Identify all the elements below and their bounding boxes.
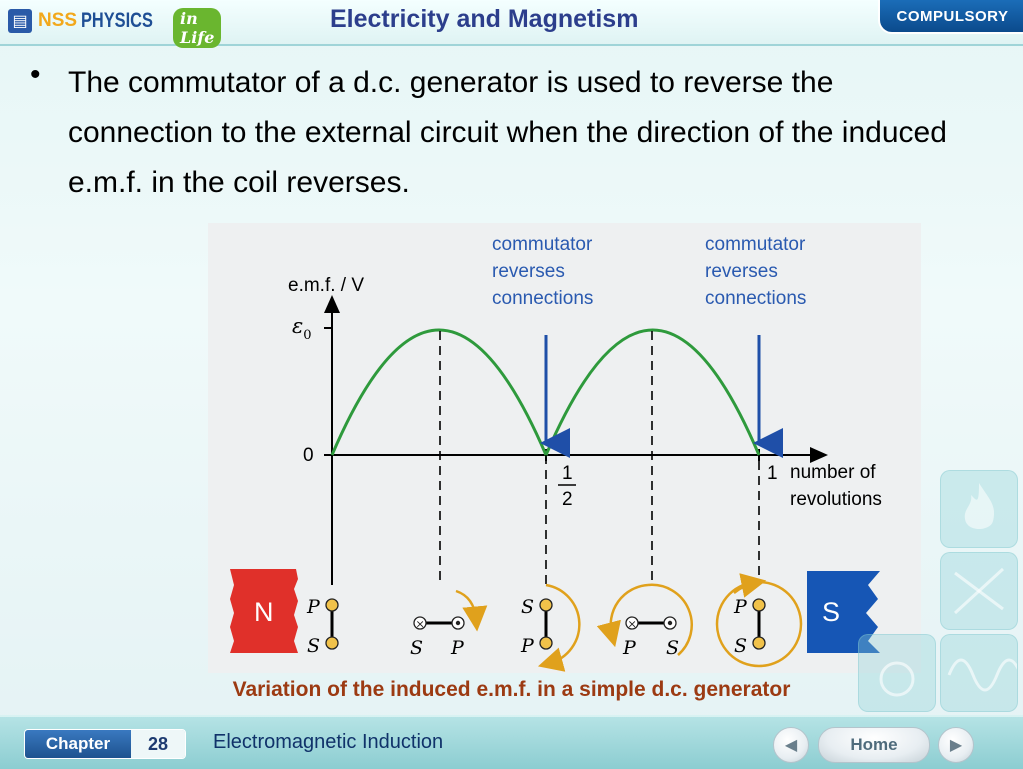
logo-physics-text: PHYSICS [81, 9, 153, 32]
flame-icon [940, 470, 1018, 548]
x-axis-label-line1: number of [790, 462, 876, 483]
logo-inlife-text: in Life [173, 8, 222, 48]
chevron-left-icon: ◀ [784, 737, 798, 754]
x-axis-label-line2: revolutions [790, 489, 882, 510]
next-button[interactable]: ▶ [938, 727, 974, 763]
prev-button[interactable]: ◀ [773, 727, 809, 763]
svg-text:S: S [666, 637, 679, 659]
s-magnet [807, 571, 880, 653]
logo-nss-text: NSS [38, 10, 78, 31]
svg-text:S: S [734, 635, 747, 657]
coil-position-2: × S P [410, 589, 488, 659]
x-axis-label: number of revolutions [790, 462, 882, 510]
wave-icon [940, 634, 1023, 712]
y-axis-label: e.m.f. / V [288, 275, 364, 296]
half-denominator: 2 [562, 489, 573, 510]
bullet-text: The commutator of a d.c. generator is us… [68, 66, 947, 199]
chapter-number: 28 [131, 730, 185, 758]
y-peak-label: ε0 [292, 314, 312, 343]
n-magnet [230, 569, 298, 653]
coil-position-4: × P S [596, 583, 693, 659]
svg-text:P: P [733, 596, 748, 618]
page-title: Electricity and Magnetism [330, 5, 639, 33]
chapter-label: Chapter [25, 730, 131, 758]
chevron-right-icon: ▶ [949, 737, 963, 754]
svg-text:P: P [520, 635, 535, 657]
svg-text:P: P [450, 637, 465, 659]
s-magnet-label: S [822, 597, 840, 627]
header-bar: ▤ NSS PHYSICS in Life Electricity and Ma… [0, 0, 1023, 48]
optics-icon [940, 552, 1018, 630]
coil-position-3: S P [520, 583, 581, 672]
svg-text:P: P [622, 637, 637, 659]
svg-text:P: P [306, 596, 321, 618]
svg-text:S: S [410, 637, 423, 659]
emf-diagram-svg: e.m.f. / V ε0 0 1 2 1 number of revoluti… [230, 234, 882, 672]
figure-caption: Variation of the induced e.m.f. in a sim… [232, 678, 791, 701]
chapter-box[interactable]: Chapter 28 [24, 729, 186, 759]
chapter-title: Electromagnetic Induction [213, 731, 444, 753]
coil-position-1: P S [306, 596, 339, 657]
annotation-1: commutator reverses connections [492, 234, 598, 309]
book-icon: ▤ [8, 9, 32, 33]
svg-text:S: S [307, 635, 320, 657]
origin-label: 0 [303, 445, 314, 466]
compulsory-badge: COMPULSORY [878, 0, 1023, 34]
half-numerator: 1 [562, 463, 573, 484]
svg-text:×: × [416, 618, 425, 631]
nss-physics-logo: ▤ NSS PHYSICS in Life [8, 6, 222, 48]
n-magnet-label: N [254, 597, 274, 627]
coil-position-5: P S [715, 573, 803, 668]
home-button[interactable]: Home [818, 727, 930, 763]
meter-icon [858, 634, 936, 712]
bullet-dot-icon: • [30, 58, 41, 91]
footer-bar: Chapter 28 Electromagnetic Induction ◀ H… [0, 715, 1023, 769]
svg-text:×: × [628, 618, 637, 631]
one-label: 1 [767, 463, 778, 484]
svg-text:S: S [521, 596, 534, 618]
annotation-2: commutator reverses connections [705, 234, 811, 309]
emf-figure: e.m.f. / V ε0 0 1 2 1 number of revoluti… [208, 223, 921, 673]
